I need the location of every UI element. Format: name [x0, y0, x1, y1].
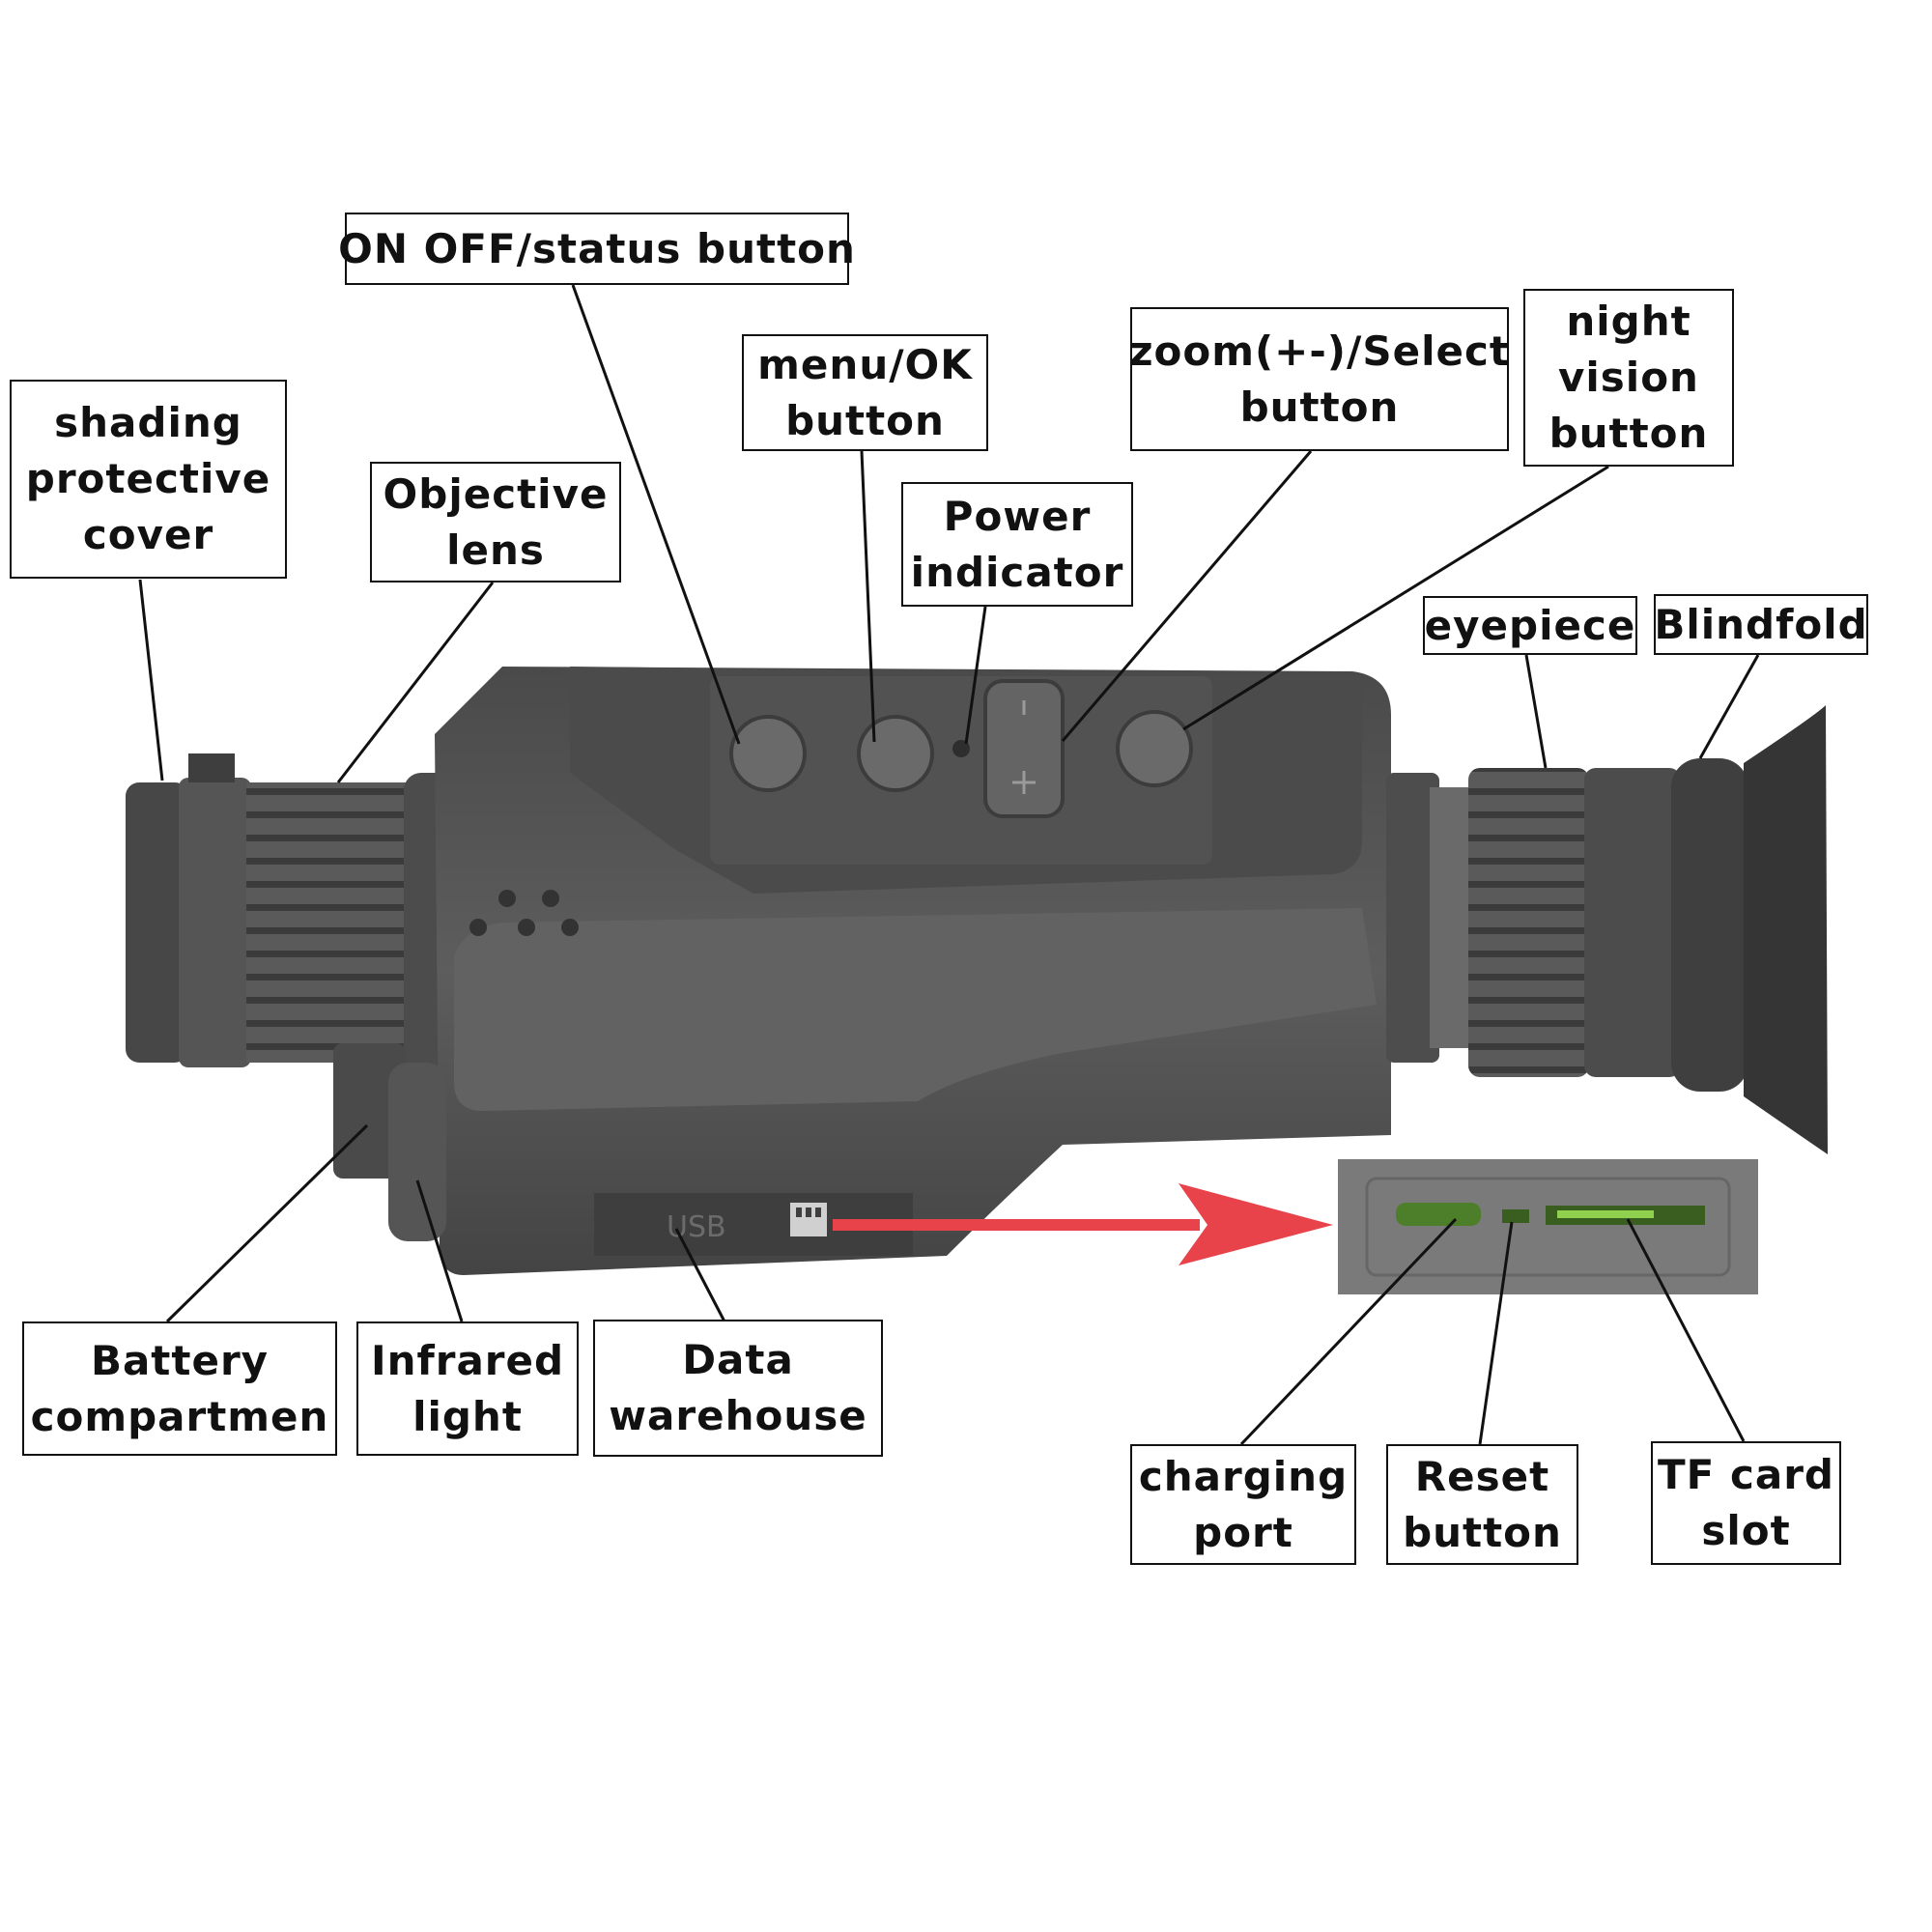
- label-line: vision: [1558, 354, 1699, 401]
- port-detail-inset: [1338, 1159, 1758, 1294]
- reset-button-shape: [1502, 1209, 1529, 1223]
- usb-text: USB: [667, 1210, 726, 1244]
- label-line: shading: [54, 399, 242, 446]
- eyepiece: [1386, 768, 1681, 1077]
- label-shading-protective-cover: shading protective cover: [10, 380, 287, 579]
- label-line: ON OFF/status button: [338, 224, 856, 272]
- label-line: TF card: [1658, 1451, 1834, 1498]
- label-line: protective: [25, 455, 271, 502]
- label-power-indicator: Power indicator: [901, 482, 1133, 607]
- label-line: button: [1548, 410, 1709, 457]
- label-data-warehouse: Data warehouse: [593, 1320, 883, 1457]
- label-blindfold: Blindfold: [1654, 594, 1868, 655]
- label-line: button: [1239, 383, 1400, 431]
- label-infrared-light: Infrared light: [356, 1321, 579, 1456]
- label-reset-button: Reset button: [1386, 1444, 1578, 1565]
- label-line: zoom(+-)/Select: [1129, 327, 1510, 375]
- label-line: Data: [682, 1336, 794, 1383]
- label-menu-ok-button: menu/OK button: [742, 334, 988, 451]
- infrared-light: [388, 1063, 446, 1241]
- label-line: Reset: [1414, 1452, 1550, 1500]
- leader-lines: [138, 284, 1760, 1446]
- label-line: port: [1193, 1508, 1293, 1556]
- label-line: Infrared: [370, 1336, 565, 1384]
- label-line: night: [1566, 298, 1691, 345]
- label-line: Objective: [383, 469, 609, 518]
- label-line: indicator: [910, 548, 1124, 596]
- label-line: Blindfold: [1654, 600, 1868, 648]
- label-line: charging: [1138, 1452, 1349, 1500]
- label-charging-port: charging port: [1130, 1444, 1356, 1565]
- label-line: compartmen: [30, 1392, 329, 1440]
- label-line: Battery: [90, 1336, 270, 1384]
- label-battery-compartment: Battery compartmen: [22, 1321, 337, 1456]
- shading-protective-cover: [126, 753, 251, 1067]
- red-arrow: [833, 1183, 1333, 1265]
- label-line: lens: [446, 526, 545, 574]
- label-eyepiece: eyepiece: [1423, 596, 1637, 655]
- label-zoom-select-button: zoom(+-)/Select button: [1129, 307, 1510, 451]
- label-line: button: [1403, 1508, 1562, 1556]
- battery-compartment: [333, 1043, 406, 1179]
- device-body: [435, 667, 1391, 1275]
- label-line: slot: [1701, 1507, 1791, 1554]
- charging-port-shape: [1396, 1203, 1481, 1226]
- label-tf-card-slot: TF card slot: [1651, 1441, 1841, 1565]
- label-night-vision-button: night vision button: [1523, 289, 1734, 467]
- label-line: warehouse: [609, 1392, 867, 1439]
- label-line: light: [412, 1392, 523, 1440]
- label-on-off-status-button: ON OFF/status button: [338, 213, 855, 285]
- blindfold: [1671, 705, 1828, 1154]
- objective-lens: [246, 773, 452, 1072]
- label-line: menu/OK: [757, 340, 973, 388]
- label-line: Power: [943, 492, 1092, 540]
- label-line: cover: [82, 511, 214, 558]
- label-objective-lens: Objective lens: [370, 462, 621, 582]
- label-line: eyepiece: [1424, 601, 1636, 649]
- label-line: button: [785, 396, 945, 444]
